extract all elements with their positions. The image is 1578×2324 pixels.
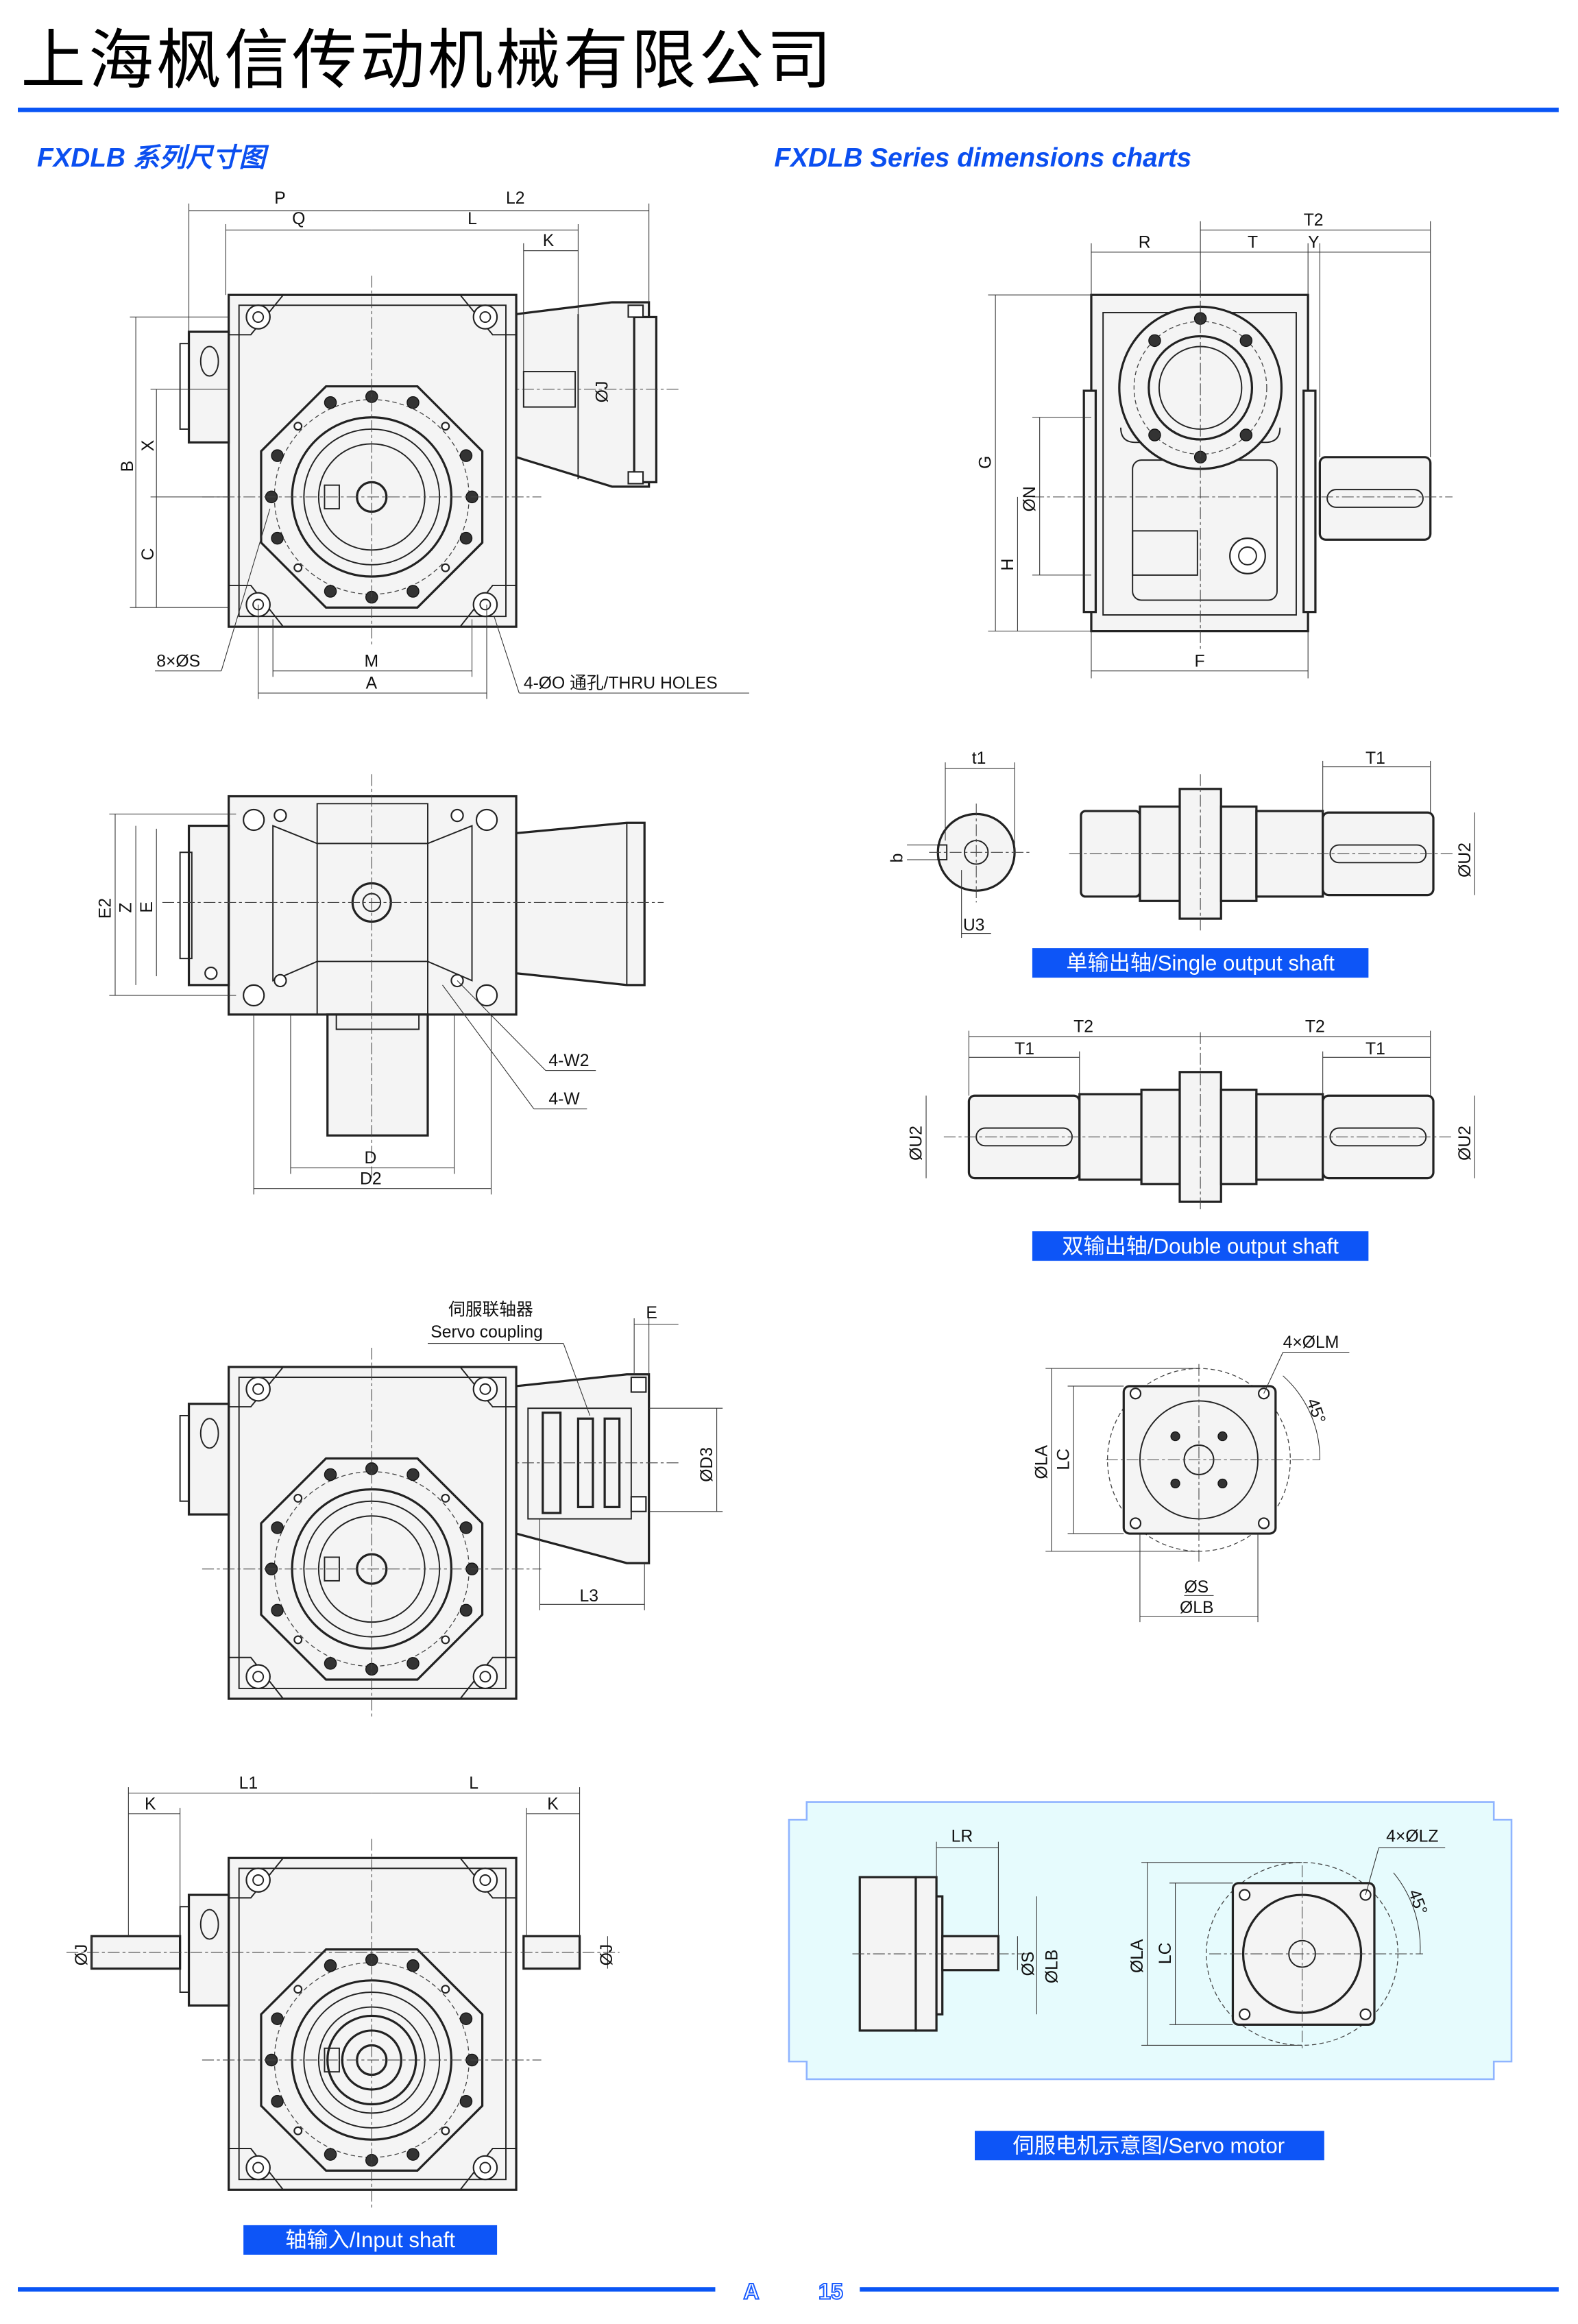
dim-4-W2: 4-W2: [548, 1052, 589, 1070]
dim-G: G: [977, 456, 995, 469]
dim-K-left: K: [145, 1795, 156, 1813]
dim-X: X: [139, 440, 158, 452]
dim-U2-right: ØU2: [1456, 1126, 1474, 1161]
dim-S-flange: ØS: [1184, 1578, 1209, 1597]
dim-T: T: [1248, 233, 1258, 252]
dim-U2-left: ØU2: [908, 1126, 926, 1161]
dim-L3: L3: [580, 1587, 599, 1606]
dim-U2: ØU2: [1456, 843, 1474, 877]
dim-T1-left: T1: [1015, 1040, 1034, 1058]
double-shaft-badge: [1032, 1231, 1369, 1261]
dim-LA-motor: ØLA: [1128, 1939, 1147, 1973]
footer-line-right: [860, 2287, 1559, 2292]
company-name: 上海枫信传动机械有限公司: [21, 23, 834, 98]
dim-T2-right: T2: [1305, 1018, 1325, 1037]
dim-F: F: [1195, 652, 1205, 670]
footer-section: A: [743, 2279, 759, 2303]
dim-L-input: L: [469, 1774, 478, 1793]
dim-K: K: [543, 232, 555, 250]
dim-C: C: [139, 548, 158, 561]
heading-en: FXDLB Series dimensions charts: [774, 143, 1191, 173]
servo-motor-badge: [975, 2131, 1324, 2161]
dim-L1: L1: [239, 1774, 258, 1793]
dim-E: E: [138, 901, 156, 912]
dim-t1: t1: [972, 749, 986, 768]
single-shaft-badge: [1032, 948, 1369, 978]
dim-Q: Q: [292, 210, 305, 228]
dim-J-left: ØJ: [73, 1944, 91, 1966]
dim-N: ØN: [1021, 486, 1039, 511]
servo-coupling-drawing: 伺服联轴器 Servo coupling E ØD3 L3: [179, 1300, 723, 1718]
dim-E2: E2: [97, 898, 115, 919]
dim-4xLZ: 4×ØLZ: [1386, 1828, 1438, 1846]
dim-LC-motor: LC: [1156, 1943, 1175, 1965]
dim-D3: ØD3: [698, 1447, 716, 1482]
input-shaft-badge: [243, 2225, 498, 2255]
dim-S-motor: ØS: [1019, 1952, 1038, 1976]
dim-A: A: [366, 675, 378, 693]
double-output-shaft-drawing: T2 T2 T1 T1 ØU2 ØU2 双输出轴/Double output s…: [908, 1018, 1475, 1261]
dim-P: P: [274, 189, 286, 208]
thru-holes-label: 4-ØO 通孔/THRU HOLES: [524, 675, 718, 693]
double-shaft-badge-text: 双输出轴/Double output shaft: [1062, 1234, 1339, 1258]
gearbox-front-body-3: [179, 1837, 543, 2209]
servo-motor-badge-text: 伺服电机示意图/Servo motor: [1013, 2133, 1285, 2157]
heading-cn: FXDLB 系列尺寸图: [37, 143, 269, 173]
dim-M: M: [365, 652, 379, 670]
side-view-drawing: T2 R T Y G ØN H F: [977, 211, 1453, 679]
servo-motor-panel: LR ØS ØLB 4×ØLZ 45° ØLA LC 伺服电机示意图/Servo…: [788, 1801, 1513, 2161]
servo-coupling-label-en: Servo coupling: [430, 1323, 543, 1342]
dim-L2: L2: [506, 189, 525, 208]
dim-H: H: [999, 559, 1017, 571]
dim-4-W: 4-W: [548, 1090, 580, 1109]
dim-U3: U3: [963, 916, 985, 934]
dim-T2: T2: [1304, 211, 1324, 230]
dim-D: D: [365, 1149, 377, 1167]
dim-K-right: K: [547, 1795, 559, 1813]
dim-R: R: [1139, 233, 1151, 252]
side-output-shaft: [1318, 456, 1432, 541]
dim-LA-flange: ØLA: [1032, 1444, 1051, 1479]
gearbox-front-body: [179, 274, 543, 646]
dim-Y: Y: [1308, 233, 1320, 252]
header-divider: [18, 108, 1559, 112]
dim-LR: LR: [951, 1828, 973, 1846]
footer-line-left: [18, 2287, 716, 2292]
dim-LB-flange: ØLB: [1180, 1599, 1213, 1617]
servo-coupling-label-cn: 伺服联轴器: [448, 1300, 533, 1320]
front-view-drawing: P L2 Q L K ØJ B X C 8×ØS M A 4-ØO 通孔/THR…: [119, 189, 749, 699]
dim-J-right: ØJ: [598, 1944, 616, 1966]
dim-L: L: [468, 210, 477, 228]
input-shaft-badge-text: 轴输入/Input shaft: [285, 2228, 455, 2252]
single-shaft-badge-text: 单输出轴/Single output shaft: [1066, 951, 1335, 975]
dim-T1-right: T1: [1365, 1040, 1385, 1058]
single-output-shaft-drawing: t1 b U3 T1 ØU2 单输出轴/Single output shaft: [888, 749, 1475, 978]
dim-T1: T1: [1365, 749, 1385, 768]
page-number: 15: [818, 2279, 843, 2303]
dim-4xLM: 4×ØLM: [1283, 1333, 1339, 1352]
flange-view-drawing: 4×ØLM 45° ØLA LC ØS ØLB: [1032, 1333, 1350, 1623]
dim-T2-left: T2: [1073, 1018, 1093, 1037]
gearbox-front-body-2: [179, 1346, 543, 1718]
dim-8xS: 8×ØS: [156, 652, 200, 670]
dim-Z: Z: [117, 902, 136, 912]
dim-45-flange: 45°: [1302, 1396, 1328, 1426]
dim-LB-motor: ØLB: [1043, 1950, 1061, 1983]
input-shaft-drawing: L1 L K K ØJ ØJ 轴输入/Input shaft: [66, 1774, 620, 2255]
dim-b: b: [888, 854, 907, 863]
dim-LC-flange: LC: [1055, 1449, 1073, 1470]
dim-J: ØJ: [593, 381, 611, 403]
top-view-drawing: E2 Z E 4-W2 4-W D D2: [97, 774, 664, 1195]
dim-B: B: [119, 461, 137, 472]
dim-D2: D2: [360, 1170, 382, 1188]
dim-E-coupling: E: [646, 1304, 657, 1322]
